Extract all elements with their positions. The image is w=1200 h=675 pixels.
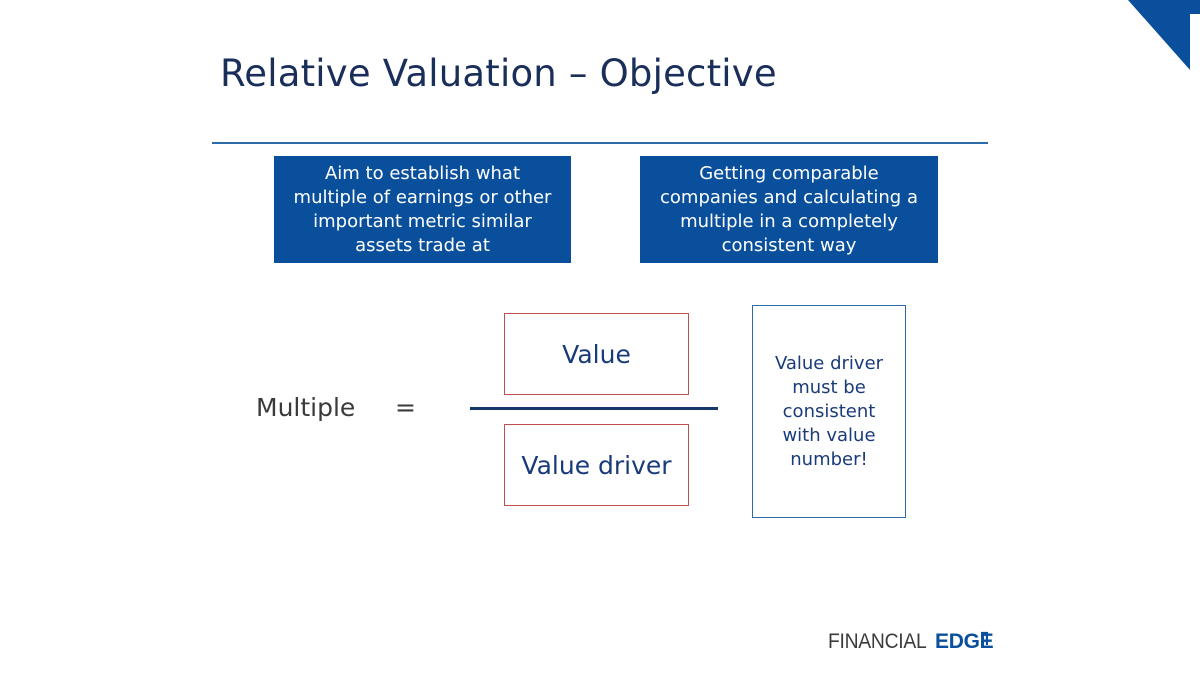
objective-box-aim-line: multiple of earnings or other [293,186,552,208]
callout-note: Value driver must be consistent with val… [752,305,906,518]
objective-box-aim: Aim to establish what multiple of earnin… [274,156,571,263]
objective-box-method-line: multiple in a completely [680,210,898,232]
formula-numerator: Value [562,339,631,369]
callout-note-line: must be [792,377,866,398]
corner-accent-shape [1128,0,1200,70]
formula-denominator: Value driver [521,450,672,480]
objective-box-aim-line: important metric similar [313,210,532,232]
objective-box-aim-line: assets trade at [355,234,490,256]
callout-note-line: number! [790,449,868,470]
objective-box-method-line: consistent way [721,234,857,256]
objective-box-method-line: companies and calculating a [660,186,918,208]
objective-box-method-line: Getting comparable [699,162,879,184]
objective-box-method: Getting comparable companies and calcula… [640,156,938,263]
logo-text-edge: EDGE [935,630,994,653]
formula-numerator-box: Value [504,313,689,395]
logo-mark-icon [981,631,988,645]
fraction-bar [470,407,718,410]
formula-denominator-box: Value driver [504,424,689,506]
title-divider [212,142,988,144]
financial-edge-logo: FINANCIAL EDGE [828,630,994,654]
objective-box-aim-line: Aim to establish what [324,162,521,184]
logo-text-financial: FINANCIAL [828,630,927,653]
slide-title: Relative Valuation – Objective [220,52,777,95]
callout-note-line: consistent [782,401,876,422]
formula-equals-sign: = [395,393,416,422]
callout-note-line: Value driver [774,353,884,374]
callout-note-line: with value [782,425,876,446]
formula-label: Multiple [256,393,356,422]
